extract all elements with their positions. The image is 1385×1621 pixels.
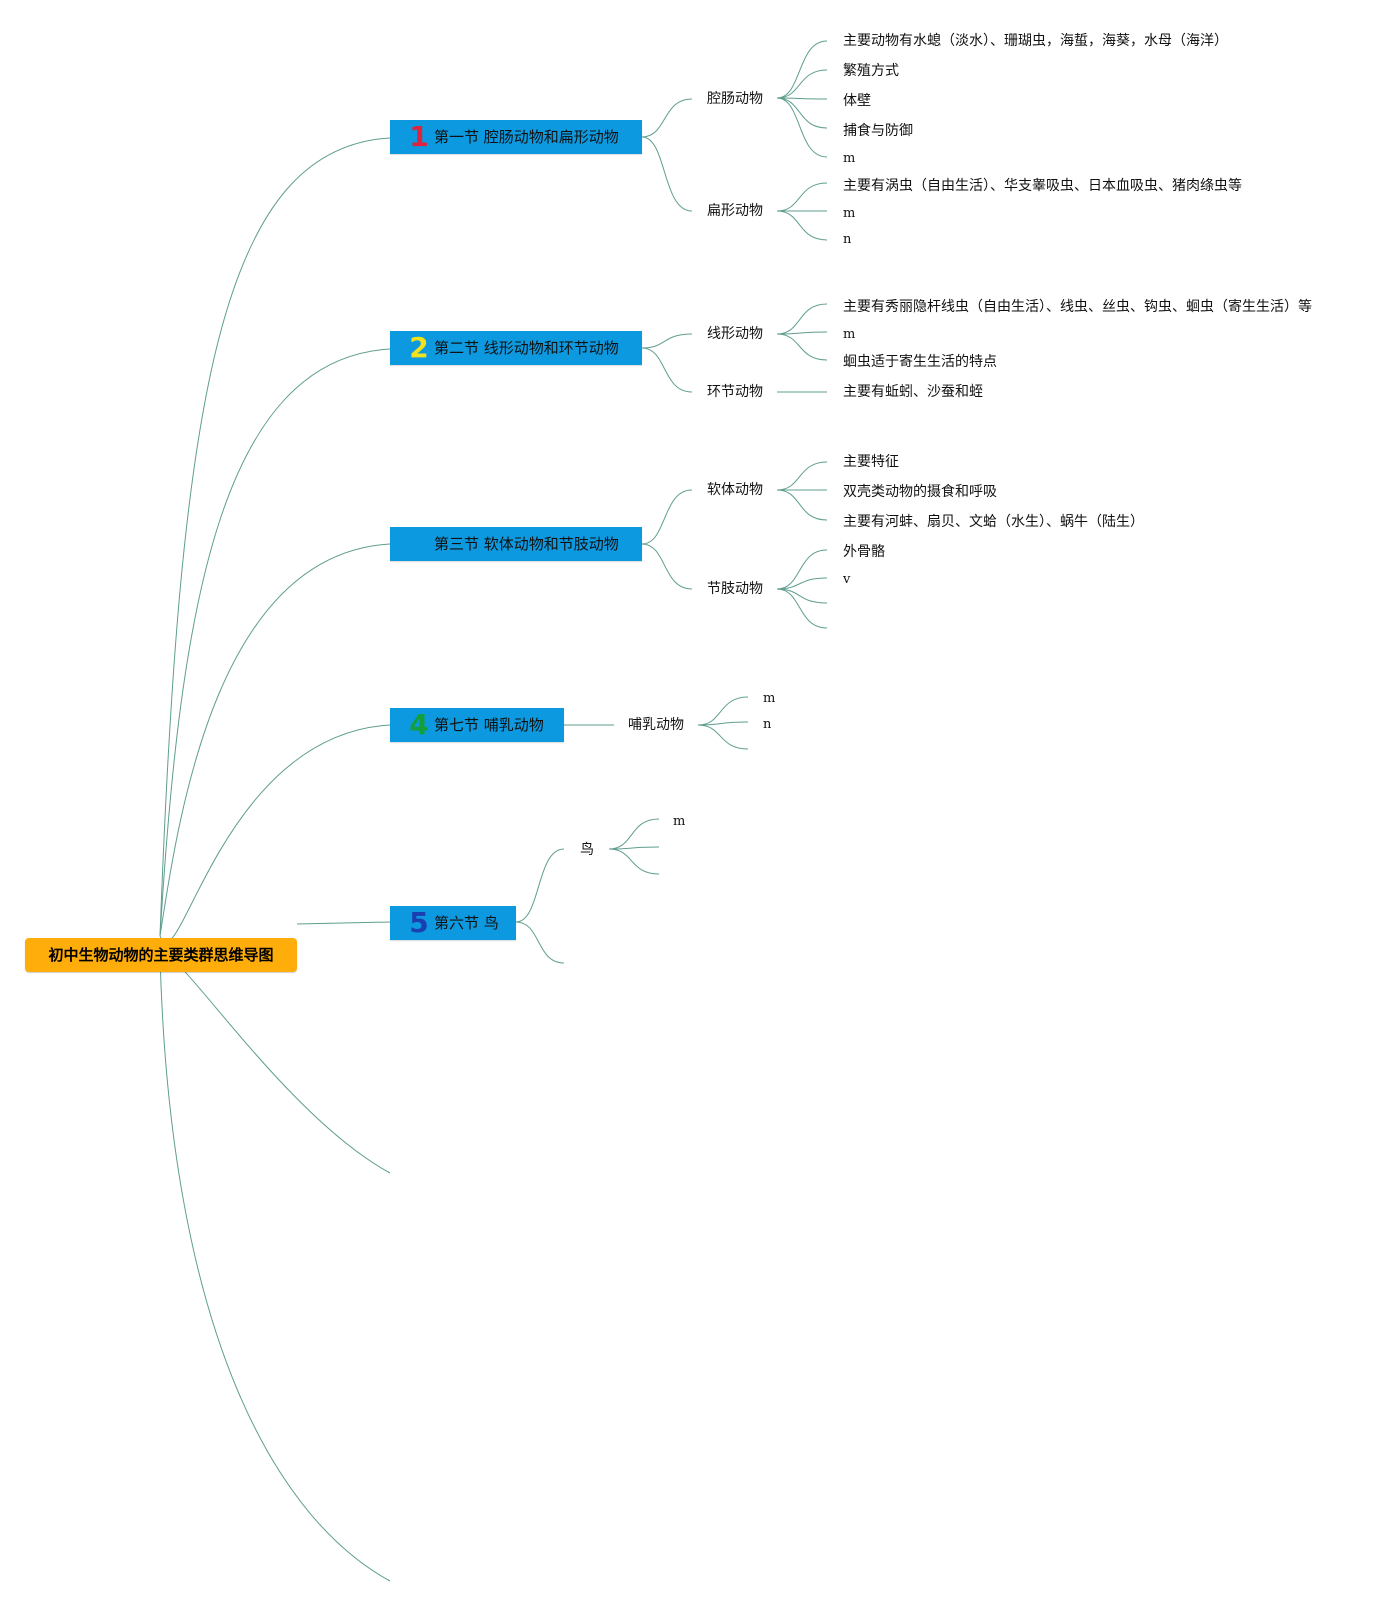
subtopic-birds[interactable]: 鸟 — [580, 842, 594, 858]
leaf-branch-line — [608, 846, 660, 850]
leaf-branch-line — [608, 818, 660, 850]
section-1-topic[interactable]: 1 第一节 腔肠动物和扁形动物 — [390, 120, 642, 154]
leaf-item[interactable]: m — [673, 814, 686, 829]
section-number-4: 4 — [409, 708, 429, 741]
leaf-branch-line — [776, 97, 828, 129]
root-branch-line — [159, 954, 391, 1582]
leaf-branch-line — [776, 182, 828, 212]
section-branch-line — [641, 489, 693, 545]
root-branch-line — [159, 724, 391, 943]
leaf-branch-line — [776, 588, 828, 604]
leaf-branch-line — [776, 461, 828, 491]
leaf-item[interactable]: v — [843, 572, 851, 587]
root-branch-line — [159, 348, 391, 937]
leaf-item[interactable]: 体壁 — [843, 93, 871, 109]
section-number-5: 5 — [409, 906, 429, 939]
section-2-topic[interactable]: 2 第二节 线形动物和环节动物 — [390, 331, 642, 365]
section-branch-line — [641, 543, 693, 590]
subtopic-coelenterates[interactable]: 腔肠动物 — [707, 91, 763, 107]
leaf-item[interactable]: m — [843, 206, 856, 221]
leaf-item[interactable]: n — [763, 717, 772, 732]
leaf-item[interactable]: m — [843, 151, 856, 166]
section-label: 第一节 腔肠动物和扁形动物 — [434, 128, 619, 146]
section-number-1: 1 — [409, 120, 429, 153]
root-branch-line — [159, 952, 391, 1174]
leaf-branch-line — [776, 69, 828, 99]
section-4-topic[interactable]: 4 第七节 哺乳动物 — [390, 708, 564, 742]
section-label: 第三节 软体动物和节肢动物 — [434, 535, 619, 553]
leaf-branch-line — [697, 724, 749, 750]
leaf-branch-line — [776, 489, 828, 521]
leaf-branch-line — [776, 549, 828, 590]
leaf-item[interactable]: n — [843, 232, 852, 247]
section-branch-line — [641, 347, 693, 393]
subtopic-mollusks[interactable]: 软体动物 — [707, 482, 763, 498]
root-topic[interactable]: 初中生物动物的主要类群思维导图 — [25, 938, 297, 972]
section-branch-line — [515, 921, 565, 964]
leaf-item[interactable]: 蛔虫适于寄生生活的特点 — [843, 354, 997, 370]
leaf-branch-line — [776, 331, 828, 335]
subtopic-arthropods[interactable]: 节肢动物 — [707, 581, 763, 597]
section-branch-line — [641, 136, 693, 212]
leaf-item[interactable]: 主要特征 — [843, 454, 899, 470]
leaf-branch-line — [776, 333, 828, 361]
leaf-item[interactable]: m — [763, 691, 776, 706]
leaf-item[interactable]: 外骨骼 — [843, 544, 885, 560]
leaf-item[interactable]: 繁殖方式 — [843, 63, 899, 79]
leaf-item[interactable]: 主要有秀丽隐杆线虫（自由生活）、线虫、丝虫、钩虫、蛔虫（寄生生活）等 — [843, 299, 1312, 315]
section-label: 第六节 鸟 — [434, 914, 499, 932]
section-branch-line — [641, 333, 693, 349]
section-5-topic[interactable]: 5 第六节 鸟 — [390, 906, 516, 940]
section-branch-line — [515, 848, 565, 923]
leaf-item[interactable]: m — [843, 327, 856, 342]
subtopic-roundworms[interactable]: 线形动物 — [707, 326, 763, 342]
leaf-branch-line — [776, 588, 828, 629]
leaf-branch-line — [608, 848, 660, 875]
leaf-branch-line — [776, 97, 828, 100]
subtopic-flatworms[interactable]: 扁形动物 — [707, 203, 763, 219]
leaf-branch-line — [776, 210, 828, 241]
leaf-branch-line — [776, 40, 828, 99]
section-branch-line — [641, 98, 693, 138]
leaf-item[interactable]: 捕食与防御 — [843, 123, 913, 139]
leaf-item[interactable]: 主要动物有水螅（淡水）、珊瑚虫，海蜇，海葵，水母（海洋） — [843, 33, 1228, 49]
root-branch-line — [159, 543, 391, 937]
section-3-topic[interactable]: 第三节 软体动物和节肢动物 — [390, 527, 642, 561]
root-branch-line — [159, 137, 391, 937]
leaf-branch-line — [776, 577, 828, 590]
leaf-branch-line — [697, 696, 749, 726]
section-number-2: 2 — [409, 331, 429, 364]
root-branch-line — [296, 921, 391, 925]
section-label: 第二节 线形动物和环节动物 — [434, 339, 619, 357]
leaf-branch-line — [697, 721, 749, 726]
subtopic-mammals[interactable]: 哺乳动物 — [628, 717, 684, 733]
subtopic-annelids[interactable]: 环节动物 — [707, 384, 763, 400]
leaf-item[interactable]: 双壳类动物的摄食和呼吸 — [843, 484, 997, 500]
leaf-branch-line — [776, 97, 828, 158]
section-label: 第七节 哺乳动物 — [434, 716, 544, 734]
leaf-branch-line — [776, 303, 828, 335]
leaf-item[interactable]: 主要有河蚌、扇贝、文蛤（水生）、蜗牛（陆生） — [843, 514, 1144, 530]
leaf-item[interactable]: 主要有涡虫（自由生活）、华支睾吸虫、日本血吸虫、猪肉绦虫等 — [843, 178, 1242, 194]
leaf-item[interactable]: 主要有蚯蚓、沙蚕和蛭 — [843, 384, 983, 400]
